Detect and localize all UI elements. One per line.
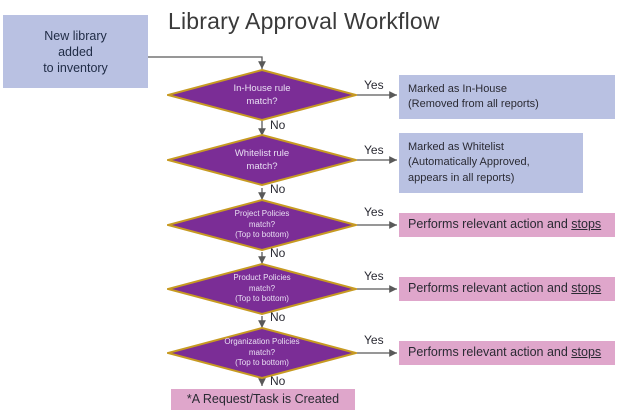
start-line-2: added — [58, 44, 93, 59]
end-node: *A Request/Task is Created — [171, 389, 355, 410]
result-product-policies: Performs relevant action and stops — [399, 277, 615, 301]
result-whitelist-line-3: appears in all reports) — [408, 171, 515, 184]
result-in-house-line-2: (Removed from all reports) — [408, 98, 539, 110]
start-line-1: New library — [44, 28, 107, 43]
edge-label-product-policies-yes: Yes — [364, 269, 384, 283]
result-organization-policies-text: Performs relevant action and — [408, 345, 572, 360]
edge-label-organization-policies-no: No — [270, 374, 286, 388]
result-product-policies-emphasis: stops — [571, 281, 602, 296]
edge-label-whitelist-yes: Yes — [364, 143, 384, 157]
result-project-policies-text: Performs relevant action and — [408, 217, 572, 232]
edge-label-whitelist-no: No — [270, 182, 286, 196]
decision-whitelist[interactable]: Whitelist rule match? — [167, 134, 357, 186]
decision-in-house[interactable]: In-House rule match? — [167, 69, 357, 121]
result-product-policies-text: Performs relevant action and — [408, 281, 572, 296]
decision-project-policies[interactable]: Project Policies match? (Top to bottom) — [167, 199, 357, 251]
result-whitelist: Marked as Whitelist (Automatically Appro… — [399, 133, 583, 193]
start-line-3: to inventory — [43, 60, 108, 75]
result-project-policies-emphasis: stops — [571, 217, 602, 232]
result-whitelist-line-2: (Automatically Approved, — [408, 156, 530, 169]
edge-label-project-policies-no: No — [270, 246, 286, 260]
edge-label-product-policies-no: No — [270, 310, 286, 324]
result-organization-policies-emphasis: stops — [571, 345, 602, 360]
edge-label-in-house-no: No — [270, 118, 286, 132]
result-whitelist-line-1: Marked as Whitelist — [408, 140, 504, 153]
edge-label-project-policies-yes: Yes — [364, 205, 384, 219]
decision-organization-policies[interactable]: Organization Policies match? (Top to bot… — [167, 327, 357, 379]
result-in-house: Marked as In-House (Removed from all rep… — [399, 75, 615, 119]
edge-label-in-house-yes: Yes — [364, 78, 384, 92]
edge-label-organization-policies-yes: Yes — [364, 333, 384, 347]
result-project-policies: Performs relevant action and stops — [399, 213, 615, 237]
result-organization-policies: Performs relevant action and stops — [399, 341, 615, 365]
result-in-house-line-1: Marked as In-House — [408, 82, 508, 95]
wire-start-to-in-house — [148, 56, 266, 69]
page-title: Library Approval Workflow — [168, 8, 440, 34]
start-node: New library added to inventory — [3, 15, 148, 88]
decision-product-policies[interactable]: Product Policies match? (Top to bottom) — [167, 263, 357, 315]
